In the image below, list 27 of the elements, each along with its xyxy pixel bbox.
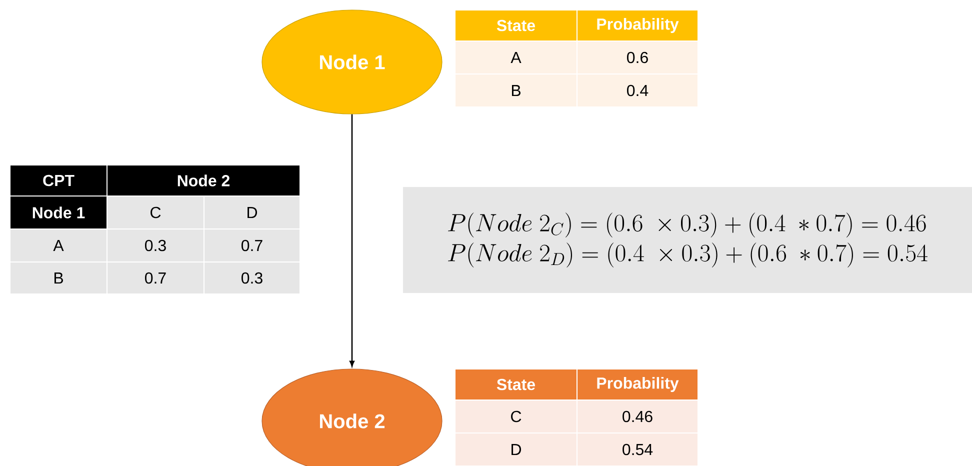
table-cell: 0.6 — [576, 40, 698, 74]
table-cell: 0.3 — [204, 262, 300, 294]
table-cell: Node 2 — [106, 164, 300, 196]
table-cell: 0.7 — [106, 262, 204, 294]
table-cell: A — [454, 40, 578, 74]
table-cell: D — [204, 196, 300, 230]
table-cell: Probability — [576, 368, 698, 400]
ellipse-node: Node 2 — [262, 368, 442, 466]
table-cell: Node 1 — [10, 196, 108, 230]
formula-box: $P(Node\ 2_{C}) = (0.6\ \times 0.3) + (0.4\ * 0.7) = 0.46$ $P(Node\ 2_{D}) = (0.4\ \times 0.3) + (0.6\ * 0.7) = 0.54$ — [403, 187, 972, 293]
table-cell: CPT — [10, 164, 108, 196]
table-cell: D — [454, 432, 578, 466]
table-cell: 0.54 — [576, 432, 698, 466]
table-cell: Probability — [576, 10, 698, 42]
table-cell: 0.3 — [106, 228, 204, 262]
ellipse-node: Node 1 — [262, 10, 442, 114]
table-cell: B — [454, 74, 578, 108]
table-cell: State — [454, 10, 578, 42]
table-cell: 0.7 — [204, 228, 300, 262]
table-cell: C — [106, 196, 204, 230]
table-cell: A — [10, 228, 108, 262]
table-cell: 0.4 — [576, 74, 698, 108]
table-cell: B — [10, 262, 108, 294]
arrow — [349, 114, 355, 367]
table-cell: 0.46 — [576, 400, 698, 434]
table-cell: C — [454, 400, 578, 434]
table-cell: State — [454, 368, 578, 400]
